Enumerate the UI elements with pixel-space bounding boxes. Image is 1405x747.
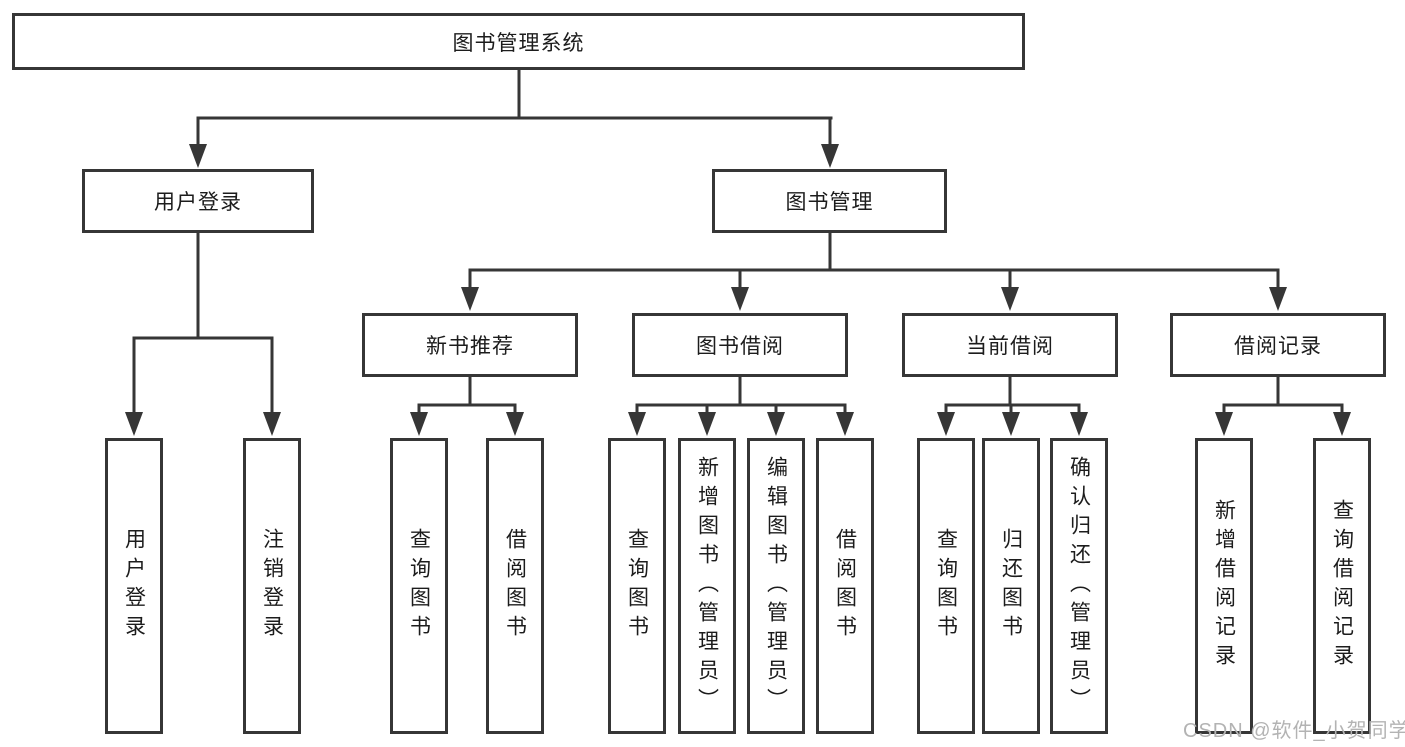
leaf-add-books-admin: 新增图书（管理员） [678,438,736,734]
leaf-edit-books-admin: 编辑图书（管理员） [747,438,805,734]
node-user-login: 用户登录 [82,169,314,233]
leaf-borrow-books: 借阅图书 [486,438,544,734]
leaf-query-books: 查询图书 [608,438,666,734]
leaf-label: 确认归还（管理员） [1067,455,1091,717]
leaf-query-books: 查询图书 [390,438,448,734]
node-library-management-system: 图书管理系统 [12,13,1025,70]
leaf-label: 查询图书 [934,528,958,644]
node-current-borrowing: 当前借阅 [902,313,1118,377]
leaf-label: 编辑图书（管理员） [764,455,788,717]
leaf-label: 注销登录 [260,528,284,644]
leaf-user-login: 用户登录 [105,438,163,734]
leaf-add-borrowing-record: 新增借阅记录 [1195,438,1253,734]
leaf-label: 用户登录 [122,528,146,644]
node-book-management: 图书管理 [712,169,947,233]
leaf-query-books: 查询图书 [917,438,975,734]
node-new-book-recommendation: 新书推荐 [362,313,578,377]
node-book-borrowing: 图书借阅 [632,313,848,377]
leaf-label: 归还图书 [999,528,1023,644]
leaf-query-borrowing-record: 查询借阅记录 [1313,438,1371,734]
leaf-return-books: 归还图书 [982,438,1040,734]
csdn-watermark: CSDN @软件_小贺同学 [1183,720,1405,742]
leaf-label: 查询借阅记录 [1330,499,1354,673]
leaf-label: 新增借阅记录 [1212,499,1236,673]
arrowheads [125,144,1351,436]
leaf-borrow-books: 借阅图书 [816,438,874,734]
leaf-label: 借阅图书 [503,528,527,644]
leaf-logout-login: 注销登录 [243,438,301,734]
leaf-label: 新增图书（管理员） [695,455,719,717]
leaf-label: 查询图书 [625,528,649,644]
leaf-label: 查询图书 [407,528,431,644]
node-borrowing-records: 借阅记录 [1170,313,1386,377]
leaf-label: 借阅图书 [833,528,857,644]
leaf-confirm-return-admin: 确认归还（管理员） [1050,438,1108,734]
